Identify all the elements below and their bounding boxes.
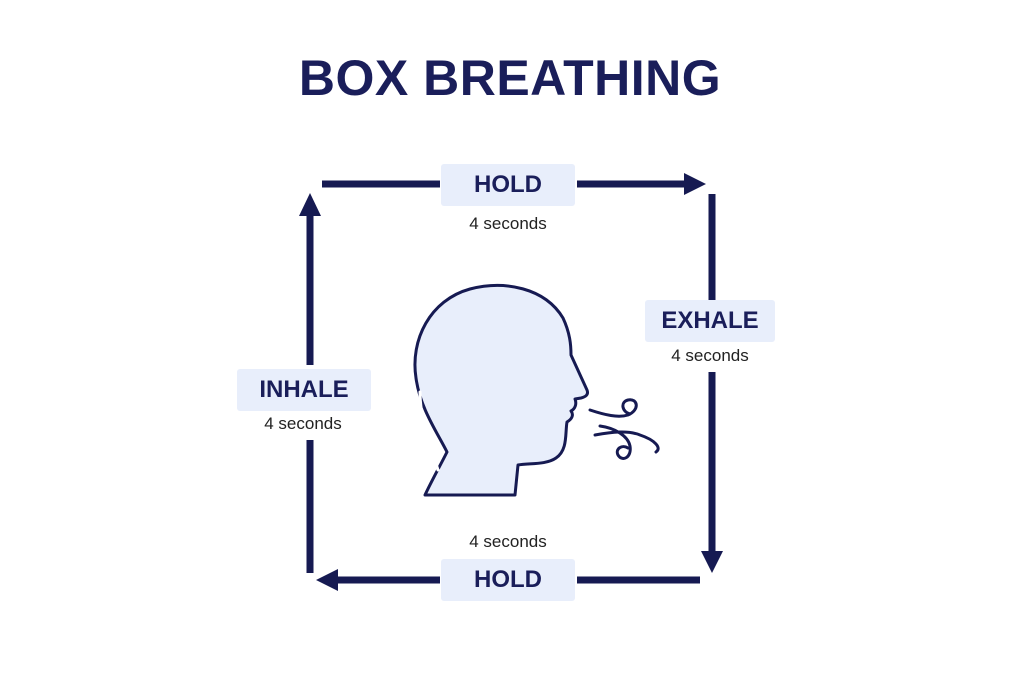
step-left-duration: 4 seconds [264,414,342,433]
head-profile-icon [413,284,589,497]
step-top-duration: 4 seconds [469,214,547,233]
right-arrow-head [701,551,723,573]
step-bottom-duration: 4 seconds [469,532,547,551]
step-bottom-label: HOLD [441,559,575,601]
step-right-label: EXHALE [645,300,775,342]
step-top-label: HOLD [441,164,575,206]
page-title: BOX BREATHING [298,50,722,106]
breath-swirl-icon [588,398,660,460]
left-arrow-head [299,193,321,216]
top-arrow-head [684,173,706,195]
bottom-arrow-head [316,569,338,591]
step-right-duration: 4 seconds [671,346,749,365]
step-left-label: INHALE [237,369,371,411]
